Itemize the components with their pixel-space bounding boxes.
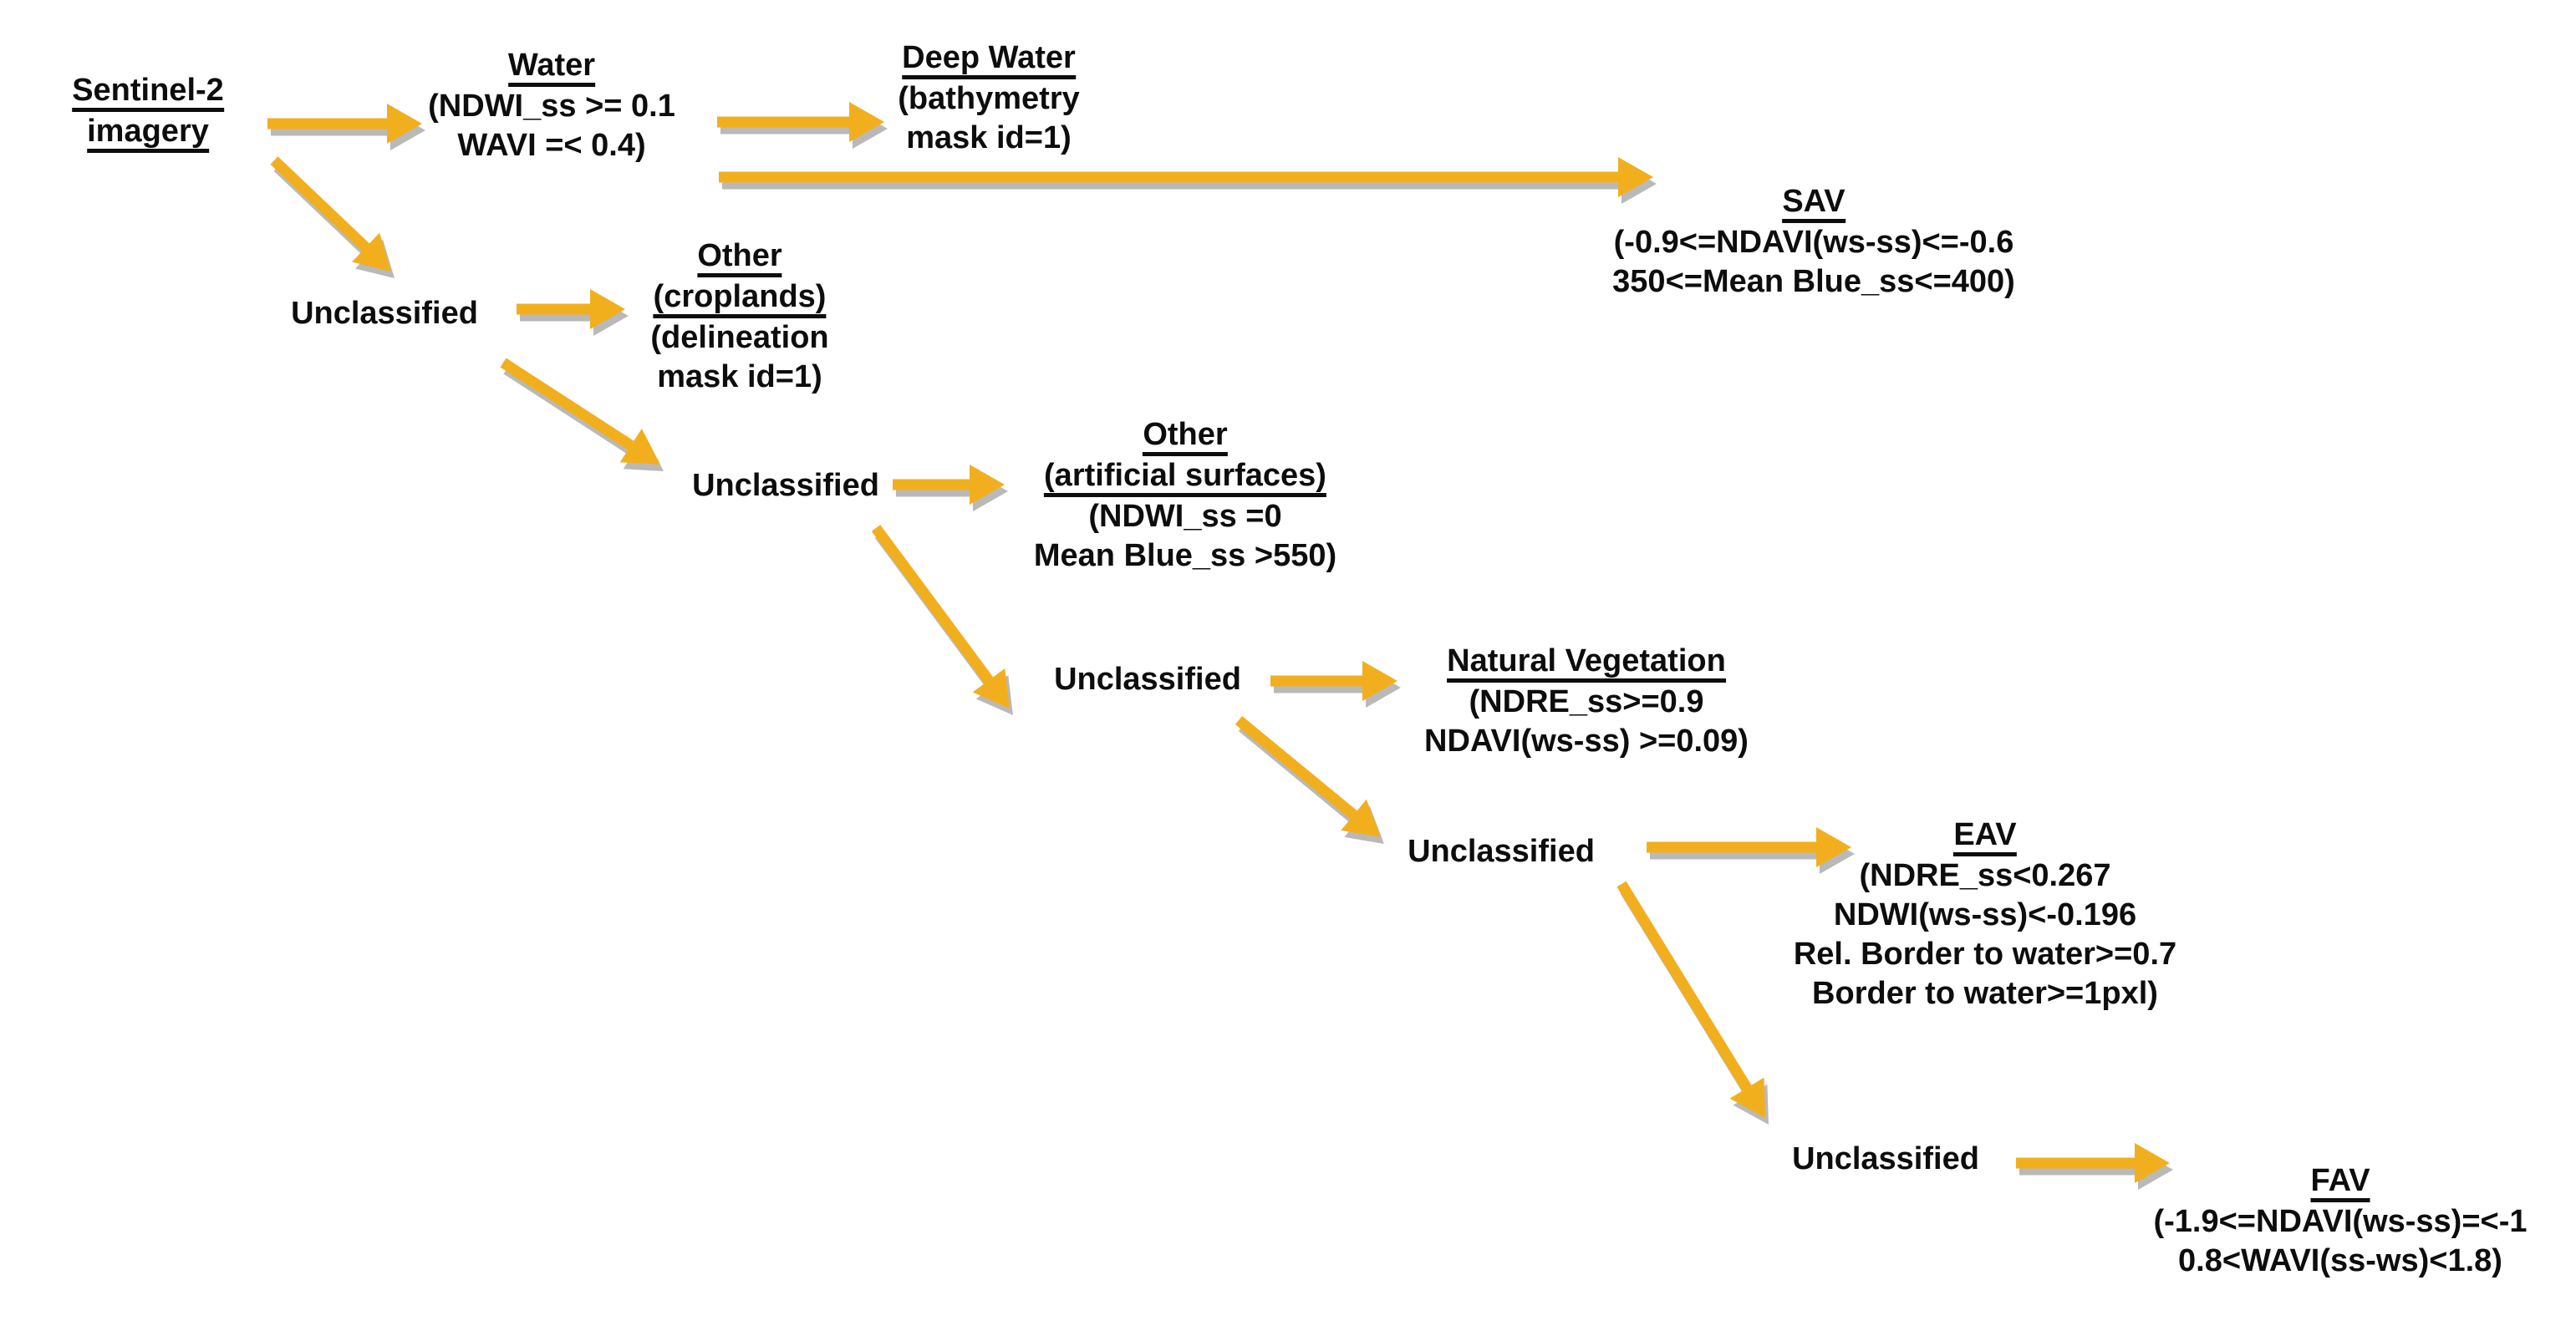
node-line: Unclassified <box>692 466 879 505</box>
node-deep-water-label-line-1: (bathymetry <box>898 81 1080 116</box>
node-sav-label-line-2: 350<=Mean Blue_ss<=400) <box>1612 264 2015 299</box>
node-line: Border to water>=1pxl) <box>1794 974 2176 1013</box>
arrow-water-to-sav <box>719 157 1657 204</box>
node-eav-label-line-3: Rel. Border to water>=0.7 <box>1793 937 2177 972</box>
node-line: Other <box>1034 415 1336 456</box>
node-line: (bathymetry <box>898 79 1080 119</box>
node-other-croplands-label-line-3: mask id=1) <box>657 359 822 394</box>
node-other-croplands-label-line-2: (delineation <box>650 320 829 355</box>
node-unclassified-2-label-line-0: Unclassified <box>692 468 879 503</box>
node-deep-water-label-line-2: mask id=1) <box>906 120 1072 155</box>
node-line: EAV <box>1794 815 2176 856</box>
arrow-unclassified-5-to-fav <box>2016 1143 2173 1190</box>
node-line: mask id=1) <box>898 119 1080 158</box>
arrow-unclassified-4-to-unclassified-5 <box>1616 881 1769 1125</box>
node-unclassified-2: Unclassified <box>692 466 879 505</box>
node-line: Water <box>428 46 675 87</box>
node-other-artificial-surfaces-label-line-1: (artificial surfaces) <box>1044 458 1326 497</box>
arrow-sentinel-2-to-water <box>267 104 425 150</box>
node-line: Deep Water <box>898 38 1080 79</box>
node-line: (NDRE_ss>=0.9 <box>1424 683 1749 722</box>
node-natural-vegetation-label-line-1: (NDRE_ss>=0.9 <box>1469 684 1704 719</box>
arrow-water-to-deep-water <box>717 102 888 149</box>
node-line: 0.8<WAVI(ss-ws)<1.8) <box>2153 1242 2527 1281</box>
node-line: Unclassified <box>1054 660 1241 699</box>
arrow-unclassified-1-to-unclassified-2 <box>500 358 664 471</box>
node-other-artificial-surfaces-label-line-3: Mean Blue_ss >550) <box>1033 538 1337 573</box>
node-other-artificial-surfaces-label-line-0: Other <box>1143 417 1228 456</box>
node-sav-label-line-1: (-0.9<=NDAVI(ws-ss)<=-0.6 <box>1613 225 2014 260</box>
node-other-croplands: Other(croplands)(delineation mask id=1) <box>650 236 828 397</box>
node-eav-label-line-1: (NDRE_ss<0.267 <box>1859 858 2111 893</box>
node-other-artificial-surfaces-label-line-2: (NDWI_ss =0 <box>1088 499 1282 534</box>
node-line: Other <box>650 236 828 277</box>
node-line: Unclassified <box>291 294 478 333</box>
node-line: Unclassified <box>1792 1140 1979 1179</box>
node-line: (-1.9<=NDAVI(ws-ss)=<-1 <box>2153 1202 2527 1242</box>
node-sentinel-2-imagery-label-line-1: imagery <box>87 114 209 153</box>
node-line: (croplands) <box>650 277 828 318</box>
node-line: (delineation <box>650 318 828 358</box>
node-line: SAV <box>1612 182 2015 223</box>
node-line: NDWI(ws-ss)<-0.196 <box>1794 896 2176 935</box>
arrow-unclassified-3-to-unclassified-4 <box>1235 715 1384 844</box>
node-eav-label-line-4: Border to water>=1pxl) <box>1812 976 2158 1011</box>
node-line: (NDWI_ss >= 0.1 <box>428 87 675 126</box>
node-line: Rel. Border to water>=0.7 <box>1794 935 2176 974</box>
arrow-unclassified-2-to-unclassified-3 <box>871 525 1013 715</box>
node-unclassified-5: Unclassified <box>1792 1140 1979 1179</box>
node-unclassified-3: Unclassified <box>1054 660 1241 699</box>
node-line: NDAVI(ws-ss) >=0.09) <box>1424 722 1749 761</box>
node-unclassified-1-label-line-0: Unclassified <box>291 296 478 331</box>
node-deep-water-label-line-0: Deep Water <box>902 40 1076 79</box>
node-sav-label-line-0: SAV <box>1782 184 1845 223</box>
node-natural-vegetation-label-line-2: NDAVI(ws-ss) >=0.09) <box>1424 724 1749 759</box>
node-unclassified-4-label-line-0: Unclassified <box>1408 834 1595 869</box>
node-other-croplands-label-line-0: Other <box>697 238 782 277</box>
node-eav-label-line-2: NDWI(ws-ss)<-0.196 <box>1833 897 2137 932</box>
node-line: Natural Vegetation <box>1424 642 1749 683</box>
node-line: FAV <box>2153 1161 2527 1202</box>
node-deep-water: Deep Water(bathymetry mask id=1) <box>898 38 1080 158</box>
node-other-croplands-label-line-1: (croplands) <box>653 279 827 318</box>
node-unclassified-4: Unclassified <box>1408 832 1595 871</box>
node-unclassified-1: Unclassified <box>291 294 478 333</box>
node-unclassified-3-label-line-0: Unclassified <box>1054 662 1241 697</box>
node-water-label-line-0: Water <box>507 48 596 87</box>
arrow-unclassified-2-to-other-artificial-surfaces <box>893 465 1008 511</box>
node-line: mask id=1) <box>650 358 828 397</box>
arrow-unclassified-3-to-natural-vegetation <box>1270 661 1401 708</box>
node-line: Unclassified <box>1408 832 1595 871</box>
node-sentinel-2-imagery-label-line-0: Sentinel-2 <box>72 73 224 112</box>
node-line: Sentinel-2 <box>72 71 224 112</box>
node-line: (NDWI_ss =0 <box>1034 497 1336 536</box>
node-other-artificial-surfaces: Other(artificial surfaces)(NDWI_ss =0 Mea… <box>1034 415 1336 576</box>
node-line: (artificial surfaces) <box>1034 456 1336 497</box>
node-natural-vegetation-label-line-0: Natural Vegetation <box>1447 643 1726 683</box>
arrow-unclassified-1-to-other-croplands <box>517 289 629 336</box>
node-unclassified-5-label-line-0: Unclassified <box>1792 1141 1979 1176</box>
node-line: WAVI =< 0.4) <box>428 126 675 165</box>
node-fav-label-line-2: 0.8<WAVI(ss-ws)<1.8) <box>2178 1243 2502 1278</box>
node-line: imagery <box>72 112 224 153</box>
node-eav-label-line-0: EAV <box>1953 817 2017 856</box>
arrow-sentinel-2-to-unclassified-1 <box>270 156 395 278</box>
node-line: (-0.9<=NDAVI(ws-ss)<=-0.6 <box>1612 223 2015 262</box>
node-fav: FAV(-1.9<=NDAVI(ws-ss)=<-1 0.8<WAVI(ss-ws… <box>2153 1161 2527 1281</box>
node-line: 350<=Mean Blue_ss<=400) <box>1612 262 2015 302</box>
node-water-label-line-2: WAVI =< 0.4) <box>457 128 646 163</box>
node-line: Mean Blue_ss >550) <box>1034 536 1336 576</box>
node-water-label-line-1: (NDWI_ss >= 0.1 <box>428 89 675 124</box>
node-fav-label-line-1: (-1.9<=NDAVI(ws-ss)=<-1 <box>2153 1204 2528 1239</box>
node-line: (NDRE_ss<0.267 <box>1794 856 2176 896</box>
node-sav: SAV(-0.9<=NDAVI(ws-ss)<=-0.6 350<=Mean Bl… <box>1612 182 2015 302</box>
node-fav-label-line-0: FAV <box>2310 1163 2370 1202</box>
